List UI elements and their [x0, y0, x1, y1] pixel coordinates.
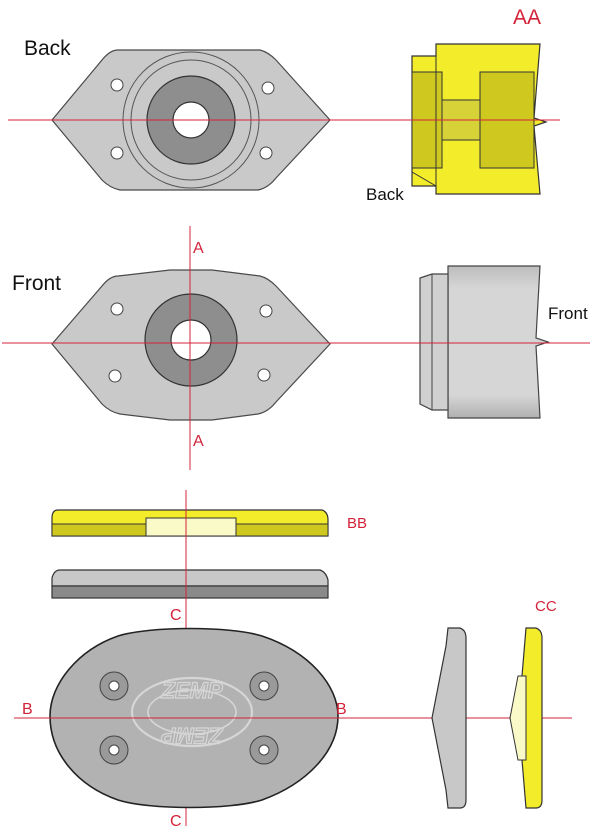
section-c-top-marker: C — [170, 607, 182, 624]
plate-side-top — [51, 569, 329, 587]
back-screw-hole — [261, 81, 275, 95]
section-aa-edge — [411, 171, 437, 187]
oval-hole-bottom-right — [249, 735, 279, 765]
section-cc-view — [509, 627, 543, 809]
logo-text: ZEMP — [160, 678, 222, 703]
front-side-label: Front — [548, 304, 588, 323]
front-side-body — [447, 265, 550, 419]
plate-side-bottom — [51, 585, 329, 599]
section-bb-view — [51, 509, 329, 537]
section-a-top-marker: A — [193, 240, 204, 257]
plate-side-profile — [51, 569, 329, 599]
front-view — [51, 269, 331, 421]
section-b-right-marker: B — [336, 701, 347, 718]
section-b-left-marker: B — [22, 701, 33, 718]
section-cc-label: CC — [535, 598, 557, 615]
logo-ring — [147, 689, 237, 735]
oval-hole-top-left — [99, 671, 129, 701]
section-bb-label: BB — [347, 515, 367, 532]
back-title: Back — [24, 37, 71, 60]
back-screw-hole — [259, 146, 273, 160]
oval-hole-bottom-left — [99, 735, 129, 765]
section-c-bottom-marker: C — [170, 813, 182, 830]
front-screw-hole — [259, 304, 273, 318]
section-cc-insert — [509, 675, 527, 761]
front-screw-hole — [110, 302, 124, 316]
front-title: Front — [12, 272, 61, 295]
front-side-flange — [419, 273, 449, 411]
logo-watermark: ZEMP ZEMP — [130, 676, 254, 749]
oval-side-profile — [431, 627, 467, 809]
front-screw-hole — [108, 369, 122, 383]
section-bb-insert — [145, 517, 237, 537]
back-screw-hole — [110, 78, 124, 92]
section-aa-label: AA — [513, 6, 541, 29]
front-screw-hole — [257, 368, 271, 382]
oval-hole-top-right — [249, 671, 279, 701]
front-center-hole — [170, 319, 212, 361]
back-screw-hole — [110, 146, 124, 160]
logo-text-mirror: ZEMP — [161, 723, 223, 748]
logo-ring — [130, 676, 254, 748]
section-aa-view — [411, 43, 548, 195]
section-a-bottom-marker: A — [193, 433, 204, 450]
front-side-view — [419, 265, 550, 419]
back-side-label: Back — [366, 185, 404, 204]
